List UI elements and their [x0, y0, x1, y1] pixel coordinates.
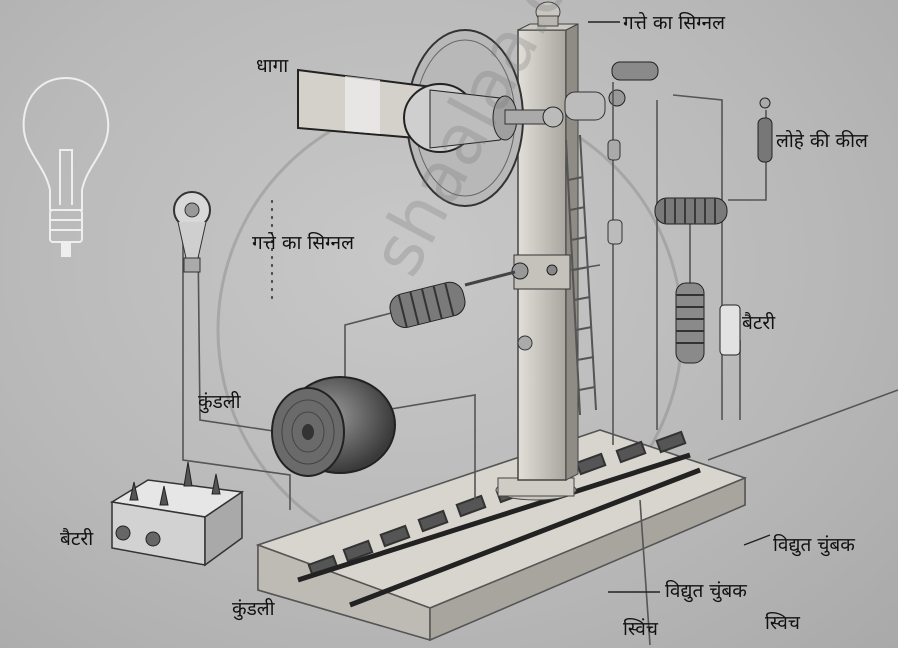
- label-coil-left: कुंडली: [198, 391, 241, 413]
- label-coil-bottom: कुंडली: [232, 598, 275, 620]
- hanging-switch: [173, 191, 211, 273]
- right-electromagnet: [607, 61, 728, 245]
- pole-bracket: [511, 254, 571, 351]
- right-battery: [719, 304, 741, 356]
- label-electromagnet-switch: विद्युत चुंबक: [665, 580, 747, 602]
- battery-box: [109, 461, 245, 567]
- label-thread: धागा: [256, 55, 289, 77]
- label-battery-left: बैटरी: [60, 528, 94, 550]
- pointer-lines: [271, 21, 771, 593]
- label-cardboard-signal-mid: गत्ते का सिग्नल: [252, 232, 354, 254]
- label-switch-left: स्विंच: [623, 618, 658, 640]
- label-battery-right: बैटरी: [742, 312, 776, 334]
- wire-coil-spool: [271, 376, 396, 477]
- label-cardboard-signal-top: गत्ते का सिग्नल: [623, 12, 725, 34]
- label-switch-right: स्विच: [765, 612, 800, 634]
- right-coil: [675, 282, 705, 364]
- middle-coil: [389, 270, 516, 328]
- label-iron-nail: लोहे की कील: [776, 130, 868, 152]
- cardboard-signal-arm: [297, 29, 626, 207]
- iron-nail: [757, 97, 773, 163]
- ladder: [565, 134, 597, 416]
- label-electromagnet-right: विद्युत चुंबक: [773, 534, 855, 556]
- light-bulb-sketch: [22, 76, 110, 257]
